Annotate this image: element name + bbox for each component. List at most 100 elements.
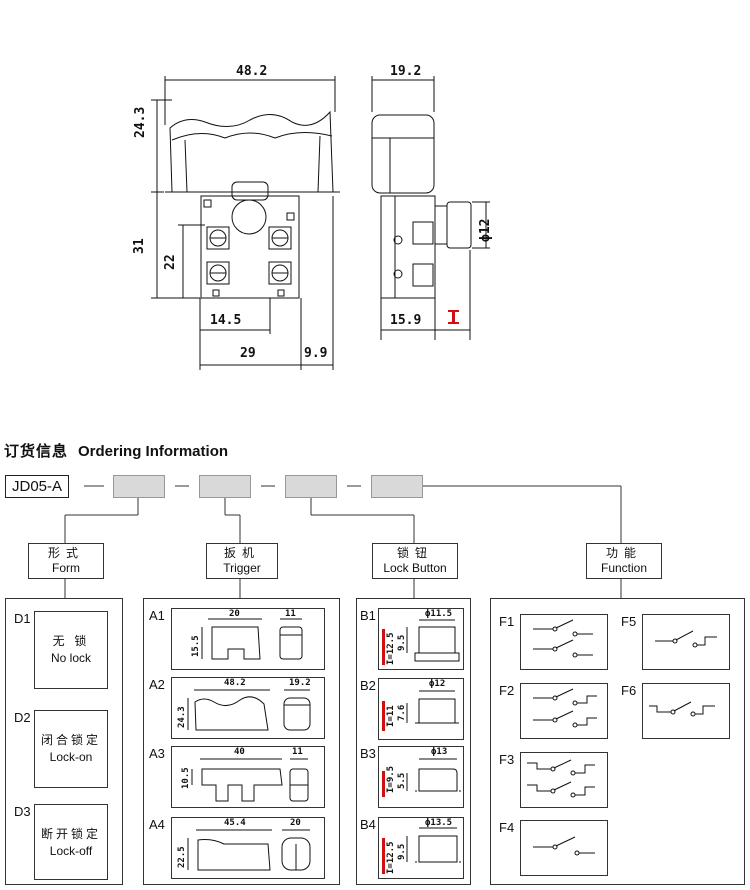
header-lock-en: Lock Button: [383, 561, 447, 575]
b4-dia: ϕ13.5: [425, 818, 453, 828]
function-option-f6[interactable]: [642, 683, 730, 739]
slot-function[interactable]: [371, 475, 423, 498]
lock-option-b2[interactable]: ϕ12 I=11 7.6: [378, 678, 464, 740]
a1-height: 15.5: [191, 635, 201, 657]
function-option-f4[interactable]: [520, 820, 608, 876]
lock-code-b3: B3: [360, 746, 376, 761]
header-form: 形式 Form: [28, 543, 104, 579]
b2-height: 7.6: [397, 704, 407, 721]
trigger-code-a3: A3: [149, 746, 165, 761]
header-function: 功能 Function: [586, 543, 662, 579]
lock-code-b4: B4: [360, 817, 376, 832]
function-code-f6: F6: [621, 683, 637, 698]
dimension-drawing: [151, 76, 490, 370]
dim-front-width: 48.2: [236, 64, 268, 79]
a2-depth: 19.2: [289, 678, 311, 688]
stroke-marker: [452, 310, 455, 324]
trigger-option-a1[interactable]: 20 11 15.5: [171, 608, 325, 670]
a3-width: 40: [234, 747, 245, 757]
slot-form[interactable]: [113, 475, 165, 498]
form-code-d3: D3: [14, 804, 31, 819]
function-code-f1: F1: [499, 614, 515, 629]
function-code-f3: F3: [499, 752, 515, 767]
trigger-options: A1 20 11 15.5 A2 48.2 19.2 24.3 A3: [143, 598, 338, 883]
form-option-d1[interactable]: 无 锁 No lock: [34, 611, 108, 689]
header-trigger: 扳机 Trigger: [206, 543, 278, 579]
function-code-f5: F5: [621, 614, 637, 629]
front-trigger-cap: [169, 110, 334, 193]
b2-stroke: I=11: [386, 705, 396, 727]
function-code-f4: F4: [499, 820, 515, 835]
dim-terminal-spacing: 14.5: [210, 313, 242, 328]
b4-stroke: I=12.5: [386, 841, 396, 874]
trigger-option-a4[interactable]: 45.4 20 22.5: [171, 817, 325, 879]
header-form-cn: 形式: [47, 546, 84, 560]
lock-option-b1[interactable]: ϕ11.5 I=12.5 9.5: [378, 608, 464, 670]
a1-width: 20: [229, 609, 240, 619]
lock-panel: [356, 598, 471, 885]
b4-height: 9.5: [397, 843, 407, 860]
function-option-f2[interactable]: [520, 683, 608, 739]
form-d1-en: No lock: [50, 651, 91, 665]
b3-height: 5.5: [397, 772, 407, 789]
a3-depth: 11: [292, 747, 303, 757]
form-d3-cn: 断开锁定: [40, 827, 101, 841]
trigger-code-a4: A4: [149, 817, 165, 832]
form-code-d1: D1: [14, 611, 31, 626]
lock-option-b4[interactable]: ϕ13.5 I=12.5 9.5: [378, 817, 464, 879]
form-option-d2[interactable]: 闭合锁定 Lock-on: [34, 710, 108, 788]
form-d2-en: Lock-on: [49, 750, 93, 764]
a2-width: 48.2: [224, 678, 246, 688]
a3-height: 10.5: [181, 767, 191, 789]
header-form-en: Form: [52, 561, 80, 575]
form-d1-cn: 无 锁: [52, 634, 90, 648]
ordering-title-en: Ordering Information: [78, 443, 229, 460]
b2-dia: ϕ12: [429, 679, 446, 689]
trigger-option-a3[interactable]: 40 11 10.5: [171, 746, 325, 808]
a4-depth: 20: [290, 818, 301, 828]
form-code-d2: D2: [14, 710, 31, 725]
a1-depth: 11: [285, 609, 296, 619]
model-code: JD05-A: [5, 475, 70, 498]
slot-trigger[interactable]: [199, 475, 251, 498]
lock-code-b1: B1: [360, 608, 376, 623]
a4-width: 45.4: [224, 818, 246, 828]
side-lock-button: [446, 201, 472, 249]
b1-height: 9.5: [397, 634, 407, 651]
b1-stroke: I=12.5: [386, 632, 396, 665]
header-trigger-cn: 扳机: [223, 546, 260, 560]
function-panel: [490, 598, 745, 885]
side-trigger-cap: [371, 114, 435, 194]
function-option-f1[interactable]: [520, 614, 608, 670]
lock-option-b3[interactable]: ϕ13 I=9.5 5.5: [378, 746, 464, 808]
header-function-en: Function: [600, 561, 648, 575]
dim-base-width: 29: [240, 346, 256, 361]
function-options: F1 F2 F3 F4 F5 F6: [490, 598, 743, 883]
b3-stroke: I=9.5: [386, 765, 396, 793]
function-code-f2: F2: [499, 683, 515, 698]
trigger-panel: [143, 598, 340, 885]
dim-offset: 9.9: [304, 346, 328, 361]
slot-lock[interactable]: [285, 475, 337, 498]
b1-dia: ϕ11.5: [425, 609, 453, 619]
header-function-cn: 功能: [605, 546, 642, 560]
front-switch-body: [200, 195, 300, 299]
function-option-f3[interactable]: [520, 752, 608, 808]
header-lock-cn: 锁钮: [396, 546, 433, 560]
b3-dia: ϕ13: [431, 747, 448, 757]
form-option-d3[interactable]: 断开锁定 Lock-off: [34, 804, 108, 880]
header-trigger-en: Trigger: [223, 561, 261, 575]
side-switch-body: [380, 195, 436, 299]
form-d2-cn: 闭合锁定: [40, 733, 101, 747]
form-d3-en: Lock-off: [49, 844, 93, 858]
trigger-option-a2[interactable]: 48.2 19.2 24.3: [171, 677, 325, 739]
function-option-f5[interactable]: [642, 614, 730, 670]
dim-side-width: 19.2: [390, 64, 422, 79]
lock-options: B1 ϕ11.5 I=12.5 9.5 B2 ϕ12 I=11 7.6 B3 ϕ…: [356, 598, 469, 883]
trigger-code-a2: A2: [149, 677, 165, 692]
ordering-title-cn: 订货信息: [4, 442, 69, 460]
dim-body-depth: 15.9: [390, 313, 422, 328]
a4-height: 22.5: [177, 846, 187, 868]
ordering-title: 订货信息 Ordering Information: [4, 440, 228, 461]
